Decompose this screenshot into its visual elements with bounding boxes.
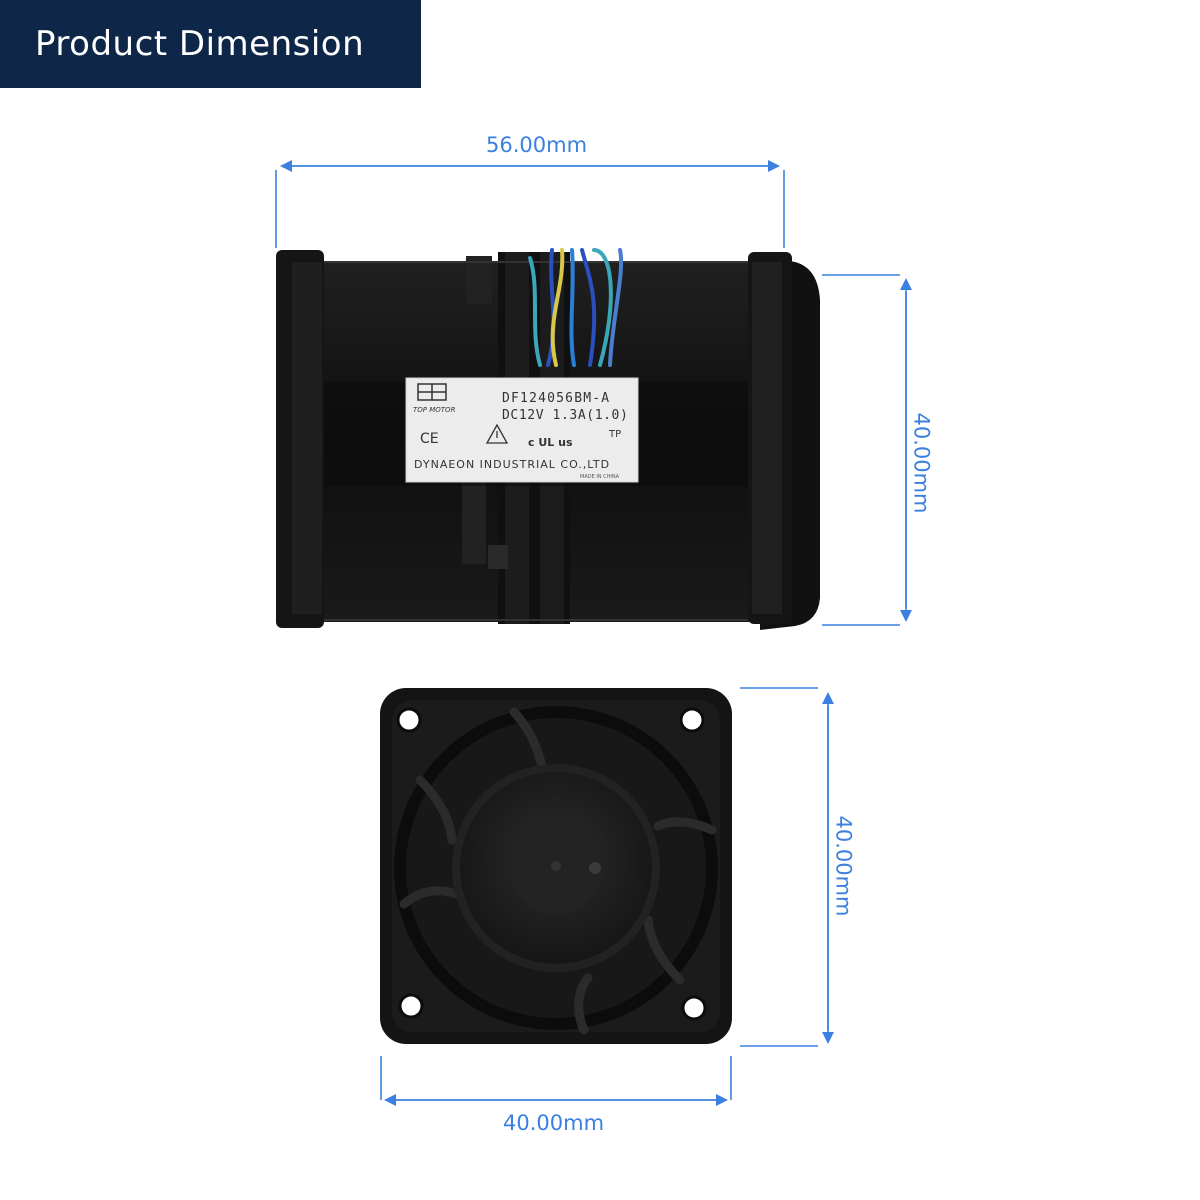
side-width-dimension (275, 160, 785, 248)
origin-text: MADE IN CHINA (580, 474, 620, 480)
rating-text: DC12V 1.3A(1.0) (502, 408, 628, 423)
front-height-label: 40.00mm (831, 815, 856, 917)
tp-mark: TP (608, 429, 621, 440)
warning-triangle-icon (485, 423, 509, 444)
side-height-label: 40.00mm (909, 412, 934, 514)
mounting-holes (396, 707, 707, 1021)
ce-mark: CE (420, 431, 439, 447)
fan-spec-label: TOP MOTOR DF124056BM-A DC12V 1.3A(1.0) C… (405, 377, 639, 483)
side-width-label: 56.00mm (486, 133, 588, 157)
front-height-dimension (740, 687, 834, 1047)
model-text: DF124056BM-A (502, 391, 610, 406)
title-banner: Product Dimension (0, 0, 421, 88)
fan-side-view: TOP MOTOR DF124056BM-A DC12V 1.3A(1.0) C… (276, 248, 820, 630)
side-height-dimension (822, 274, 912, 626)
ul-mark: c UL us (528, 436, 573, 449)
page-title: Product Dimension (35, 24, 365, 64)
brand-text: TOP MOTOR (413, 406, 456, 414)
top-motor-logo-icon (417, 383, 447, 401)
fan-front-view (380, 688, 732, 1044)
front-width-label: 40.00mm (503, 1111, 605, 1135)
front-width-dimension (380, 1056, 732, 1106)
manufacturer-text: DYNAEON INDUSTRIAL CO.,LTD (414, 458, 610, 471)
